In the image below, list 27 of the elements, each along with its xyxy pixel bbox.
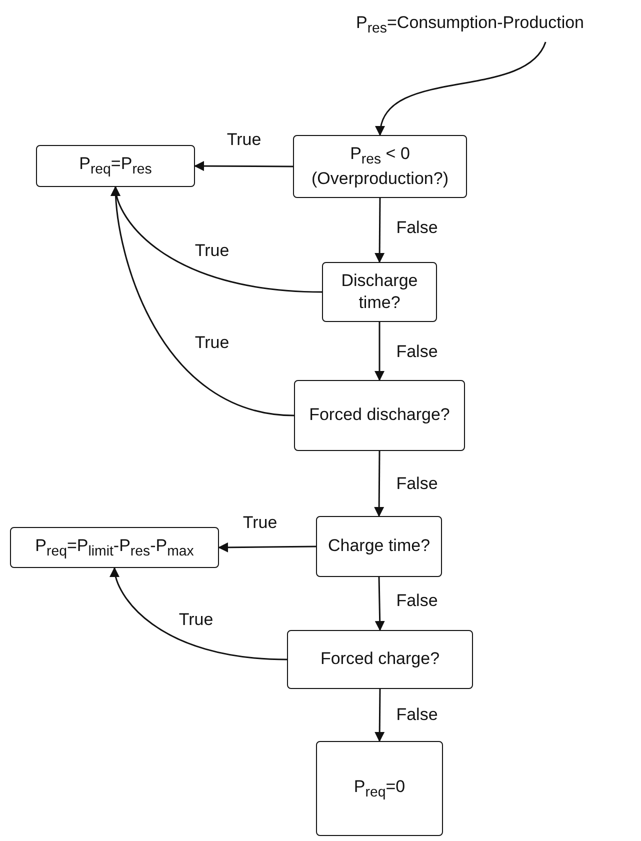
arrow [110,567,288,660]
node-text: Discharge time? [340,270,419,314]
node-text: Forced discharge? [309,404,450,426]
decision-box [294,380,465,451]
arrow [110,186,294,416]
arrow [194,161,293,172]
node-text: P$_{res}$ < 0 (Overproduction?) [310,142,450,190]
node-text: P$_{req}$=P$_{limit}$-P$_{res}$-P$_{max}$ [35,534,194,560]
arrow [374,451,384,517]
node-text: P$_{req}$=P$_{res}$ [79,153,152,179]
decision-box [293,135,467,198]
input-label: P$_{res}$=Consumption-Production [330,8,610,42]
arrow [374,576,385,631]
process-box [10,527,219,568]
process-box [316,741,443,836]
decision-box [322,262,437,322]
decision-box [316,516,442,577]
arrow [218,542,316,552]
node-text: P$_{req}$=0 [354,776,406,802]
arrow [376,42,546,136]
arrow [374,198,385,263]
node-text: Forced charge? [320,648,440,670]
node-text: Charge time? [328,535,430,558]
process-box [36,145,195,187]
decision-box [287,630,473,689]
arrow [374,322,384,381]
arrow [374,689,385,742]
